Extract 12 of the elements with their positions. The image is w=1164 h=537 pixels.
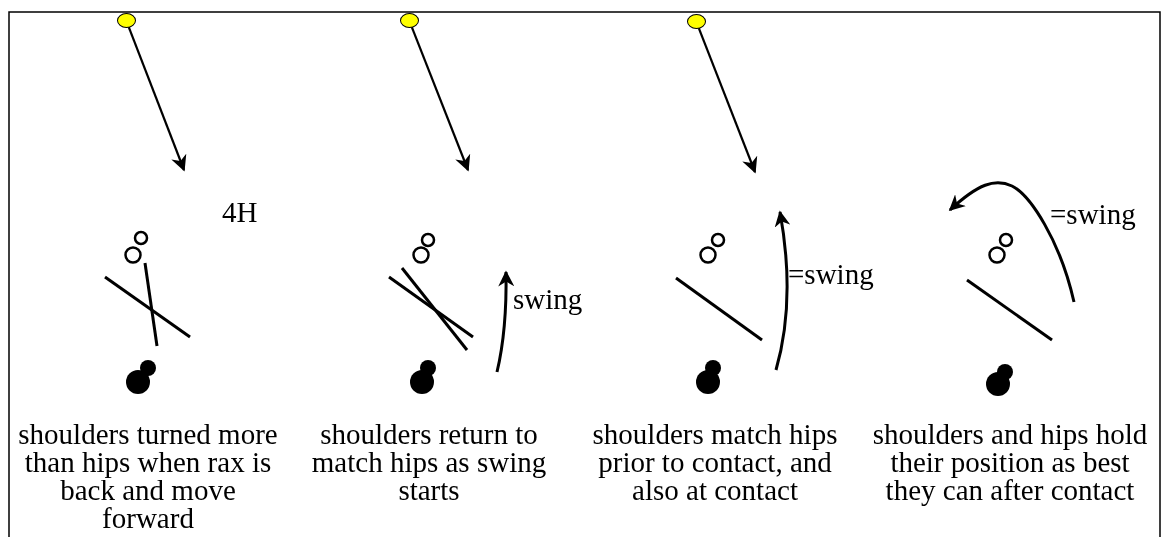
swing-label: swing [513,285,583,313]
arrow [697,27,758,174]
arrow [410,26,471,172]
swing-label: =swing [788,260,874,288]
swing-label: =swing [1050,200,1136,228]
ball-marker [686,13,706,29]
caption: shoulders match hips prior to contact, and also at contact [591,420,839,504]
position-label: 4H [222,198,258,226]
caption: shoulders turned more than hips when rax is back and move forward [17,420,279,532]
arrow [127,26,187,172]
caption: shoulders return to match hips as swing starts [310,420,548,504]
caption: shoulders and hips hold their position as best they can after contact [871,420,1149,504]
